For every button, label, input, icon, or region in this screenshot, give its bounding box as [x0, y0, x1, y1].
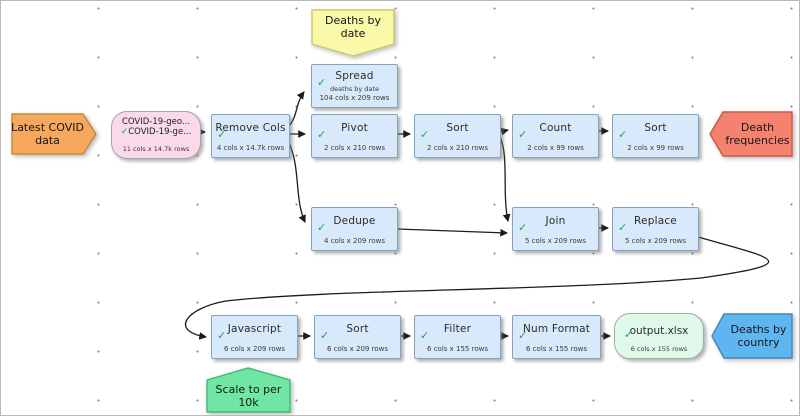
node-javascript[interactable]: ✓ Javascript 6 cols x 209 rows: [211, 315, 298, 359]
connector-remove-cols-spread[interactable]: [287, 91, 305, 128]
node-sort-2[interactable]: ✓ Sort 2 cols x 99 rows: [612, 114, 699, 158]
node-size: 6 cols x 209 rows: [327, 345, 388, 353]
check-icon: ✓: [518, 329, 528, 342]
check-icon: ✓: [217, 128, 227, 141]
node-size: 2 cols x 210 rows: [324, 144, 385, 152]
node-title: Sort: [446, 122, 469, 134]
node-title: Count: [539, 122, 572, 134]
node-title: Filter: [443, 323, 472, 335]
node-size: 5 cols x 209 rows: [625, 237, 686, 245]
connector-replace-javascript[interactable]: [184, 236, 770, 340]
node-size: 5 cols x 209 rows: [525, 237, 586, 245]
note-scale-to-per-10k[interactable]: Scale to per 10k: [206, 367, 291, 413]
input-file-line1: COVID-19-geo...: [121, 117, 191, 127]
node-pivot[interactable]: ✓ Pivot 2 cols x 210 rows: [311, 114, 398, 158]
check-icon: ✓: [518, 128, 528, 141]
node-title: Replace: [634, 215, 677, 227]
node-size: 4 cols x 209 rows: [324, 237, 385, 245]
connector-dedupe-join[interactable]: [396, 228, 509, 237]
note-label: Death frequencies: [725, 120, 790, 147]
note-up-shape: [206, 367, 291, 413]
node-filter[interactable]: ✓ Filter 6 cols x 155 rows: [414, 315, 501, 359]
note-deaths-by-date[interactable]: Deaths by date: [311, 9, 395, 57]
check-icon: ✓: [120, 127, 129, 137]
flag-left-shape: [711, 313, 793, 359]
check-icon: ✓: [317, 76, 327, 89]
node-title: Pivot: [341, 122, 368, 134]
node-size: 6 cols x 155 rows: [630, 345, 688, 353]
note-deaths-by-country[interactable]: Deaths by country: [711, 313, 793, 359]
node-title: Sort: [644, 122, 667, 134]
note-death-frequencies[interactable]: Death frequencies: [709, 111, 793, 157]
connector-sort-1-count[interactable]: [499, 127, 510, 136]
node-title: Javascript: [227, 323, 282, 335]
node-title: Spread: [335, 70, 374, 82]
node-covid-input[interactable]: COVID-19-geo... ✓COVID-19-ge... 11 cols …: [111, 111, 201, 159]
node-comment: deaths by date: [330, 85, 379, 93]
node-sort-1[interactable]: ✓ Sort 2 cols x 210 rows: [414, 114, 501, 158]
node-join[interactable]: ✓ Join 5 cols x 209 rows: [512, 207, 599, 251]
node-size: 6 cols x 155 rows: [526, 345, 587, 353]
node-size: 2 cols x 99 rows: [627, 144, 684, 152]
node-num-format[interactable]: ✓ Num Format 6 cols x 155 rows: [512, 315, 601, 359]
node-title: Sort: [346, 323, 369, 335]
node-size: 11 cols x 14.7k rows: [122, 145, 190, 153]
node-size: 4 cols x 14.7k rows: [216, 144, 285, 152]
check-icon: ✓: [624, 328, 634, 341]
connector-remove-cols-dedupe[interactable]: [287, 140, 306, 223]
node-title: Remove Cols: [215, 122, 286, 134]
note-down-shape: [311, 9, 395, 57]
node-size: 6 cols x 209 rows: [224, 345, 285, 353]
node-dedupe[interactable]: ✓ Dedupe 4 cols x 209 rows: [311, 207, 398, 251]
node-title: output.xlsx: [629, 325, 689, 337]
check-icon: ✓: [317, 221, 327, 234]
node-size: 104 cols x 209 rows: [319, 94, 390, 102]
node-size: 2 cols x 99 rows: [527, 144, 584, 152]
input-file-line2: ✓COVID-19-ge...: [120, 127, 192, 137]
note-label: Latest COVID data: [11, 120, 84, 147]
check-icon: ✓: [618, 221, 628, 234]
node-size: 2 cols x 210 rows: [427, 144, 488, 152]
check-icon: ✓: [518, 221, 528, 234]
check-icon: ✓: [320, 329, 330, 342]
node-remove-cols[interactable]: ✓ Remove Cols 4 cols x 14.7k rows: [211, 114, 290, 158]
node-sort-3[interactable]: ✓ Sort 6 cols x 209 rows: [314, 315, 401, 359]
flag-left-shape: [709, 111, 793, 157]
check-icon: ✓: [420, 128, 430, 141]
node-title: Num Format: [522, 323, 591, 335]
note-latest-covid-data[interactable]: Latest COVID data: [11, 113, 97, 155]
check-icon: ✓: [420, 329, 430, 342]
flag-right-shape: [11, 113, 97, 155]
node-title: Join: [545, 215, 566, 227]
node-title: Dedupe: [333, 215, 376, 227]
check-icon: ✓: [217, 329, 227, 342]
node-count[interactable]: ✓ Count 2 cols x 99 rows: [512, 114, 599, 158]
note-label: Deaths by date: [325, 13, 381, 40]
node-spread[interactable]: ✓ Spread deaths by date 104 cols x 209 r…: [311, 64, 398, 108]
note-label: Deaths by country: [730, 322, 787, 349]
node-replace[interactable]: ✓ Replace 5 cols x 209 rows: [612, 207, 699, 251]
connector-sort-1-join[interactable]: [499, 136, 511, 223]
node-output-xlsx[interactable]: ✓ output.xlsx 6 cols x 155 rows: [614, 313, 704, 359]
check-icon: ✓: [618, 128, 628, 141]
node-size: 6 cols x 155 rows: [427, 345, 488, 353]
check-icon: ✓: [317, 128, 327, 141]
note-label: Scale to per 10k: [215, 382, 282, 409]
